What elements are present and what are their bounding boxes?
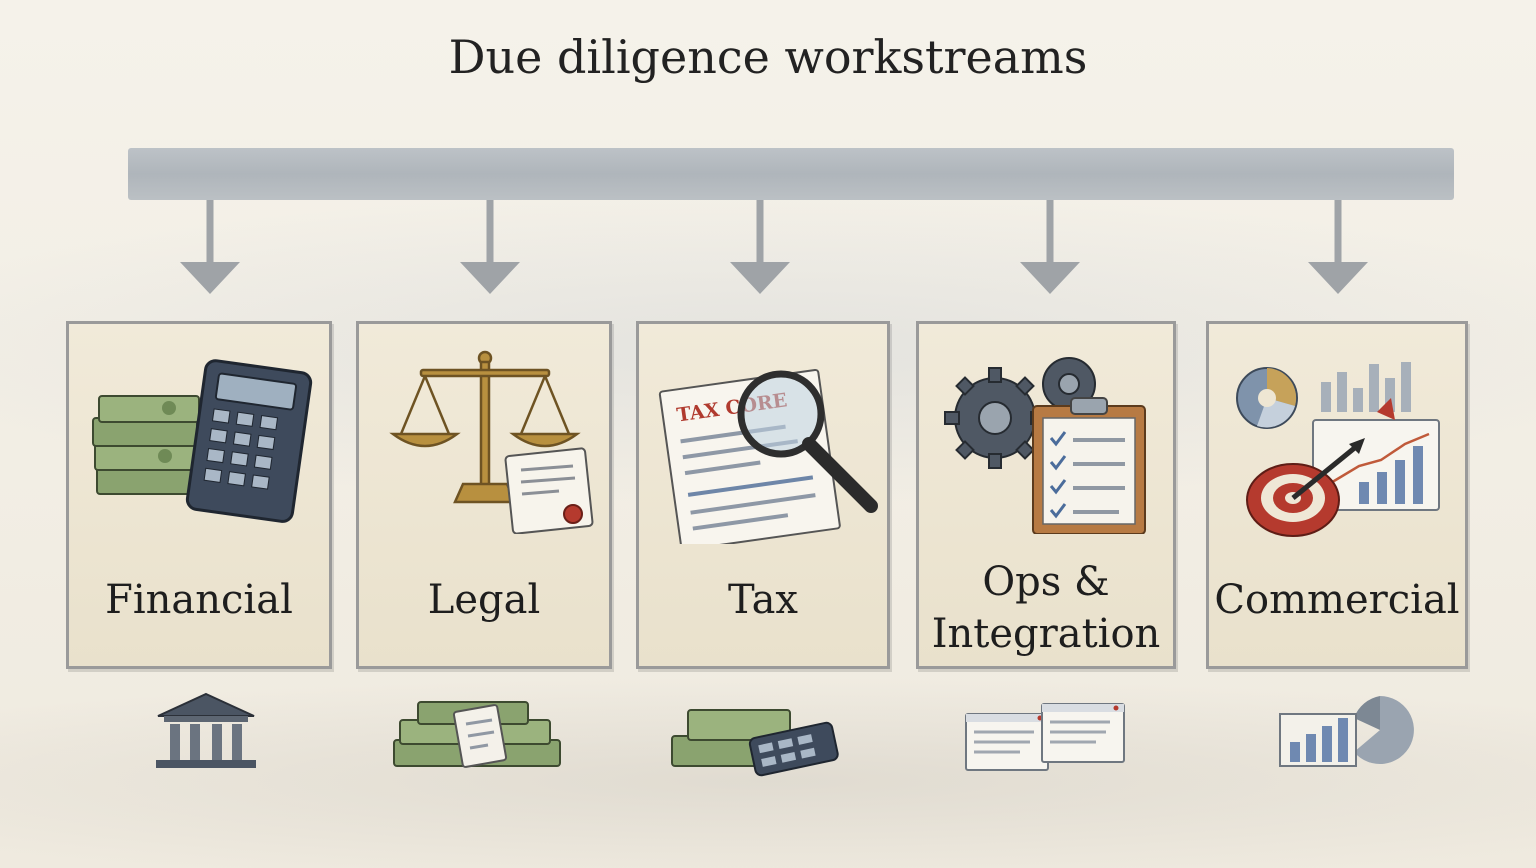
- bank-building-icon: [156, 692, 256, 768]
- workstream-label: Tax: [728, 577, 798, 623]
- workstream-card-commercial: Commercial: [1206, 321, 1468, 669]
- down-arrow-icon: [460, 200, 520, 294]
- workstream-header-bar: [128, 148, 1454, 200]
- bar-pie-chart-icon: [1279, 696, 1414, 767]
- cash-stack-document-icon: [393, 701, 561, 768]
- gears-checklist-icon: [944, 357, 1146, 534]
- target-growth-chart-icon: [1236, 362, 1440, 537]
- workstream-label: Commercial: [1214, 577, 1460, 623]
- workstream-label: Ops & Integration: [931, 559, 1161, 657]
- diagram-title: Due diligence workstreams: [448, 30, 1088, 84]
- workstream-card-ops-integration: Ops & Integration: [916, 321, 1176, 669]
- down-arrow-icon: [1020, 200, 1080, 294]
- down-arrow-icon: [180, 200, 240, 294]
- workstream-card-legal: Legal: [356, 321, 612, 669]
- workstream-label: Financial: [105, 577, 293, 623]
- workstream-label: Legal: [427, 577, 541, 623]
- tax-form-magnifier-icon: TAX CORE: [658, 368, 878, 544]
- down-arrow-icon: [730, 200, 790, 294]
- scales-contract-icon: [389, 350, 594, 534]
- workstream-card-financial: Financial: [66, 321, 332, 669]
- connected-windows-icon: [965, 703, 1125, 771]
- cash-calculator-icon: [671, 709, 839, 777]
- down-arrow-icon: [1308, 200, 1368, 294]
- calculator-cash-icon: [92, 359, 313, 523]
- workstream-card-tax: TAX CORE Tax: [636, 321, 890, 669]
